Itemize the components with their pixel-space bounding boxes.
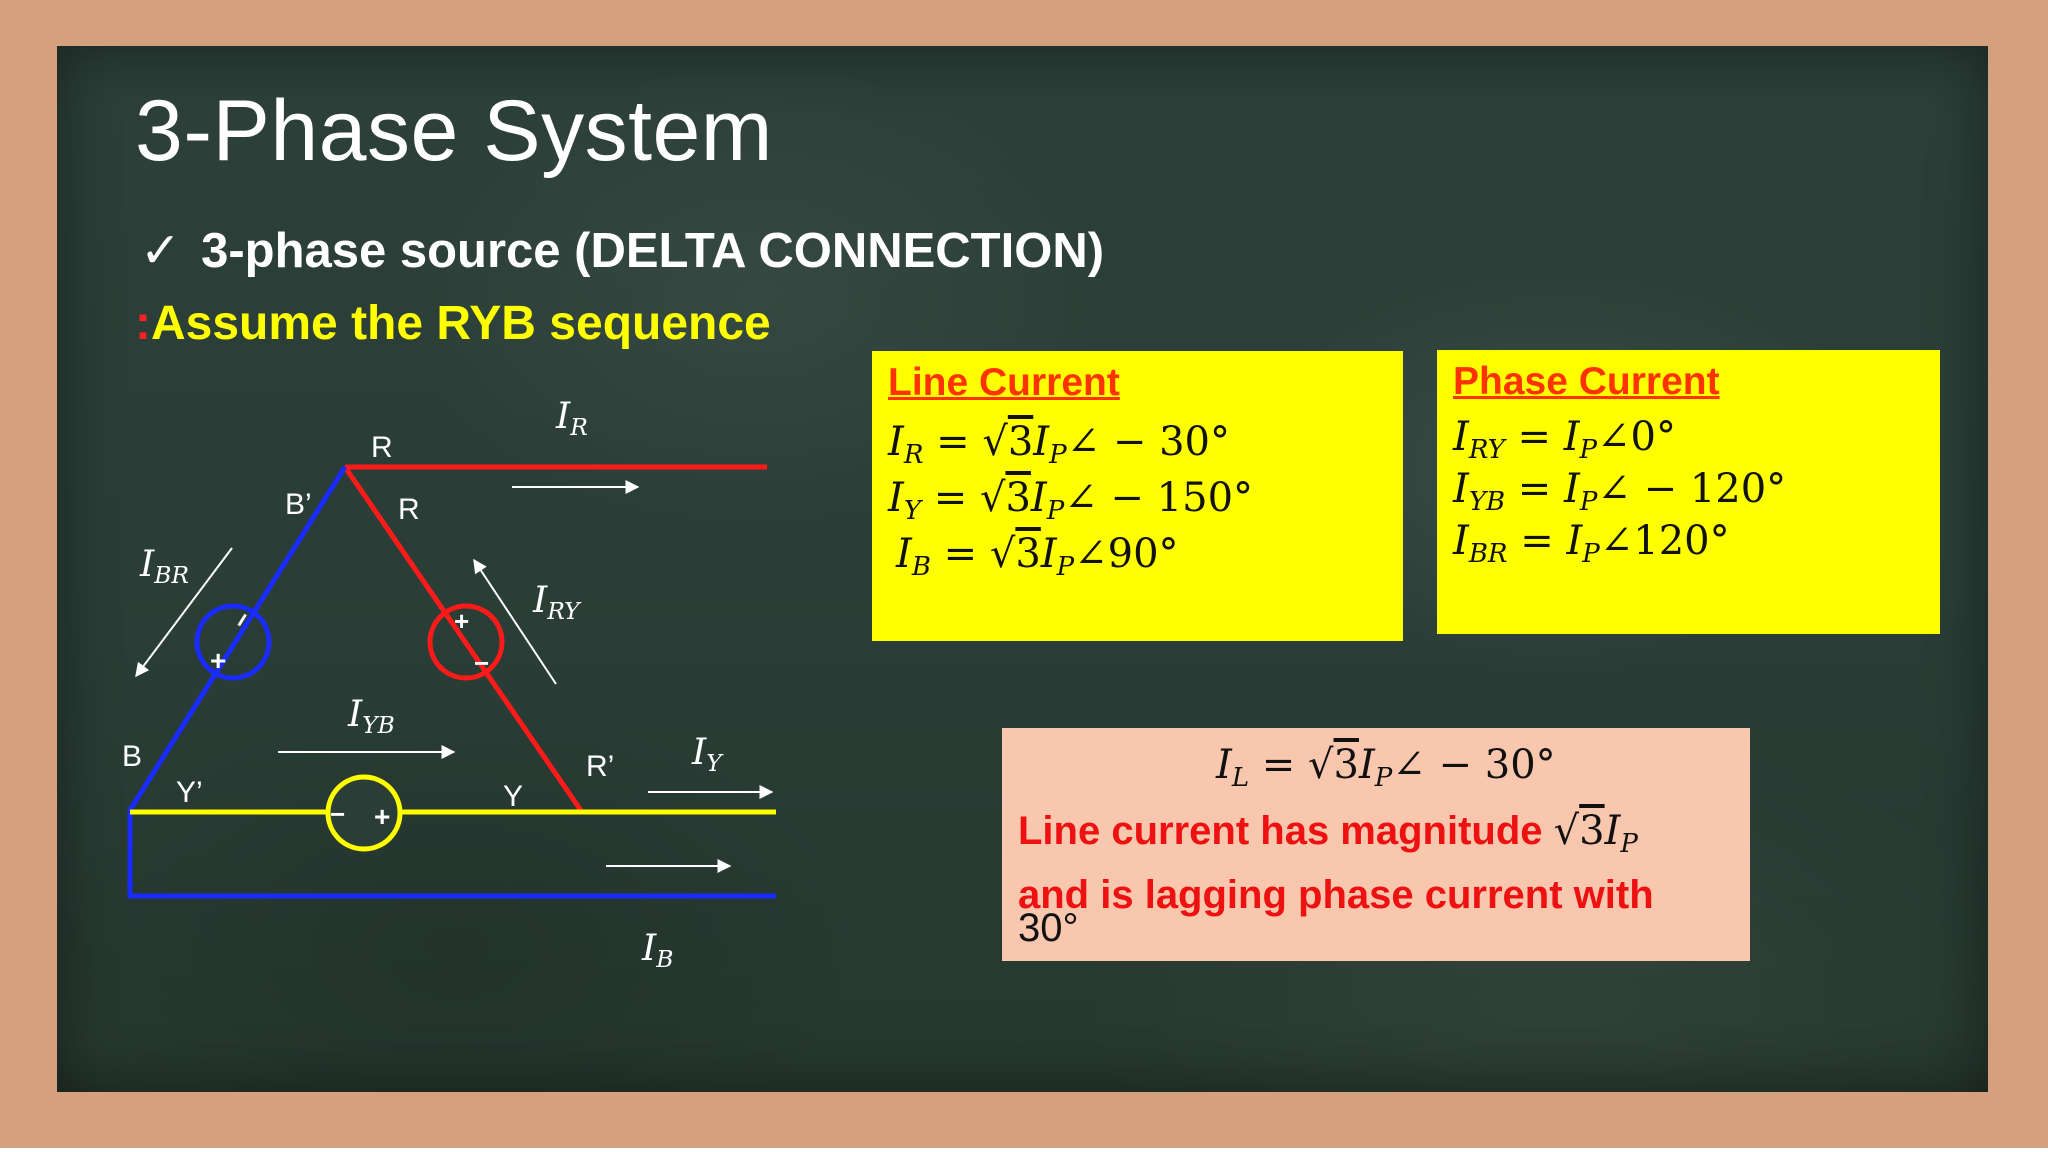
subtitle-text: 3-phase source (DELTA CONNECTION) (201, 224, 1105, 278)
current-label-iyb: IYB (348, 694, 395, 740)
node-label-y-prime: Y’ (176, 776, 203, 809)
phase-eq-br: IBR = IP∠120° (1453, 518, 1730, 569)
check-icon: ✓ (140, 224, 182, 278)
assumption-colon: : (135, 297, 151, 350)
blue-plus-sign: + (210, 645, 226, 676)
current-label-ir: IR (556, 396, 588, 442)
phase-current-title: Phase Current (1453, 360, 1720, 403)
red-minus-sign: − (474, 648, 489, 678)
relation-note-box: IL = √3IP∠ − 30° Line current has magnit… (1002, 728, 1750, 961)
note-line-1: Line current has magnitude (1018, 809, 1543, 853)
phase-current-box: Phase Current IRY = IP∠0° IYB = IP∠ − 12… (1437, 350, 1940, 634)
phase-eq-ry: IRY = IP∠0° (1453, 414, 1676, 465)
note-line-2: and is lagging phase current with (1018, 872, 1654, 917)
node-label-r-prime: R’ (586, 750, 615, 783)
current-label-ibr: IBR (140, 544, 190, 590)
note-line-3: 30° (1018, 906, 1079, 950)
line-eq-b: IB = √3IP∠90° (896, 531, 1179, 582)
line-eq-y: IY = √3IP∠ − 150° (888, 475, 1254, 526)
blue-source-coil (194, 603, 272, 681)
blue-line-conductor (127, 810, 776, 899)
note-equation: IL = √3IP∠ − 30° (1216, 742, 1556, 793)
current-label-iy: IY (692, 732, 722, 778)
ibr-arrow (135, 547, 233, 678)
phase-eq-yb: IYB = IP∠ − 120° (1453, 466, 1787, 517)
slide-title: 3-Phase System (135, 83, 773, 179)
yellow-minus-sign: − (330, 799, 345, 829)
line-current-title: Line Current (888, 361, 1120, 404)
node-label-r-inner: R (398, 493, 420, 526)
red-plus-sign: + (454, 606, 469, 636)
current-label-ib: IB (642, 928, 674, 974)
line-eq-r: IR = √3IP∠ − 30° (888, 419, 1230, 470)
current-label-iry: IRY (533, 580, 580, 626)
assumption-text: :Assume the RYB sequence (135, 296, 771, 351)
iry-arrow (473, 558, 557, 685)
subtitle-bullet: ✓ 3-phase source (DELTA CONNECTION) (140, 222, 1104, 279)
node-label-r-top: R (371, 431, 393, 464)
note-text: Line current has magnitude √3IP and is l… (1018, 806, 1654, 921)
node-label-b-prime: B’ (285, 488, 312, 521)
yellow-plus-sign: + (374, 801, 390, 832)
node-label-b: B (122, 740, 143, 773)
note-line-1-math: √3IP (1553, 808, 1638, 859)
red-phase-branch (342, 465, 585, 814)
line-current-box: Line Current IR = √3IP∠ − 30° IY = √3IP∠… (872, 351, 1403, 641)
assumption-label: Assume the RYB sequence (150, 297, 771, 350)
node-label-y: Y (503, 780, 524, 813)
red-source-coil (427, 603, 505, 681)
yellow-source-coil (325, 774, 403, 852)
blue-phase-branch (127, 465, 348, 812)
